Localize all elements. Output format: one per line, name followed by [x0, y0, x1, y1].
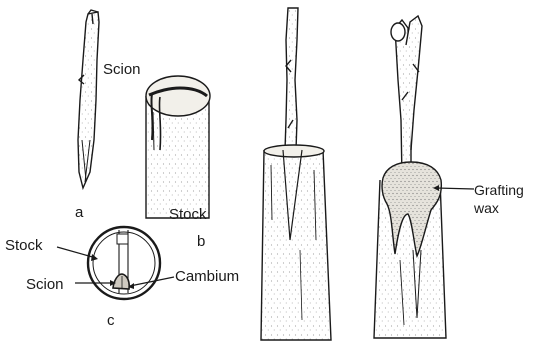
scion-cutting-a	[78, 10, 99, 188]
scion-label: Scion	[103, 62, 141, 77]
panel-label-a: a	[75, 205, 83, 220]
grafting-wax-label-line2: wax	[474, 201, 499, 215]
waxed-graft	[374, 16, 474, 338]
cross-section-c	[57, 227, 174, 299]
stock-section-label: Stock	[5, 238, 43, 253]
panel-label-c: c	[107, 313, 115, 328]
stock-b	[146, 76, 210, 218]
cambium-label: Cambium	[175, 269, 239, 284]
stock-label: Stock	[169, 207, 207, 222]
panel-label-b: b	[197, 234, 205, 249]
grafting-wax-label-line1: Grafting	[474, 183, 524, 197]
scion-section-label: Scion	[26, 277, 64, 292]
scion-inserted-stock	[261, 8, 331, 340]
